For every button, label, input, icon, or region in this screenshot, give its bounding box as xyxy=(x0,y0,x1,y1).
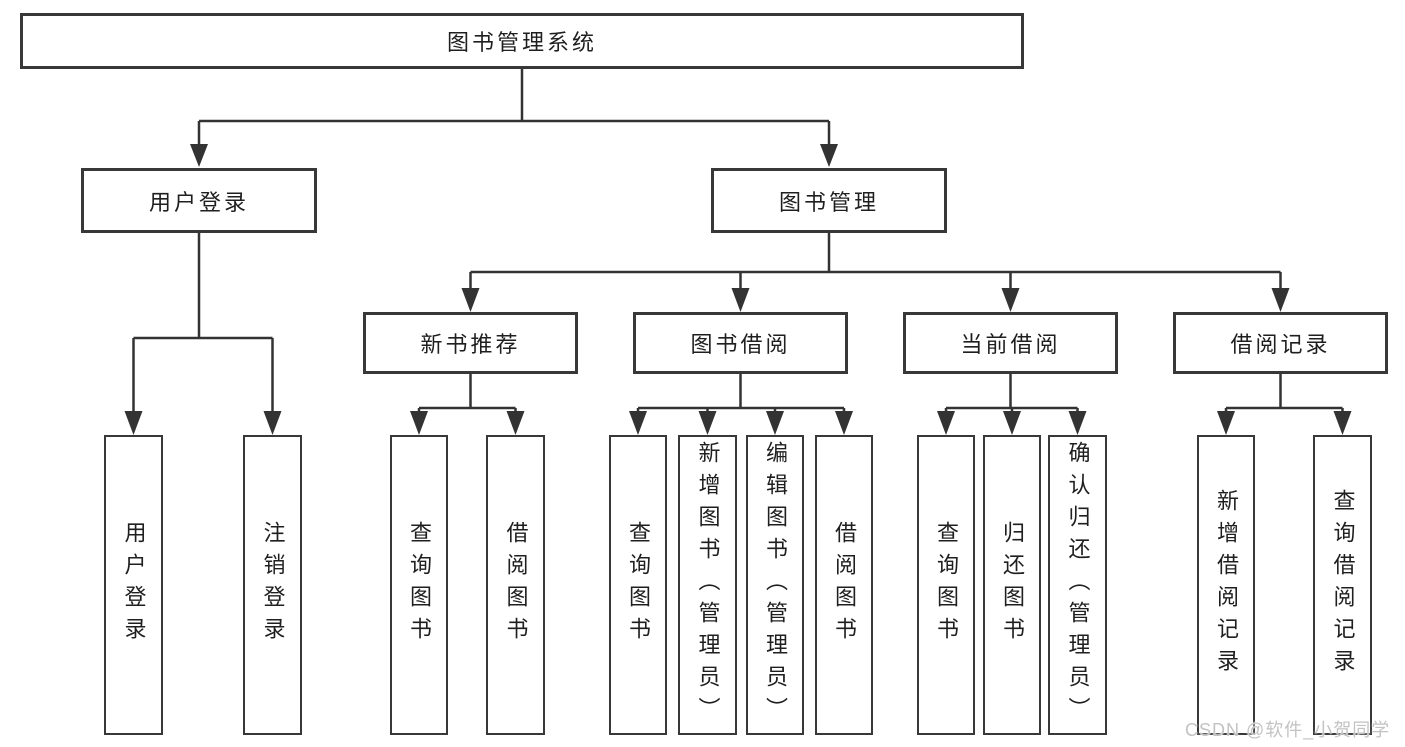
leaf-current-query-label: 查询图书 xyxy=(934,521,959,649)
leaf-records-add: 新增借阅记录 xyxy=(1197,435,1255,735)
node-current-borrow-label: 当前借阅 xyxy=(960,332,1061,357)
node-new-book-recommend: 新书推荐 xyxy=(363,312,578,374)
leaf-logout-label: 注销登录 xyxy=(260,521,286,649)
leaf-current-return-label: 归还图书 xyxy=(1000,521,1025,649)
leaf-user-login: 用户登录 xyxy=(104,435,163,735)
connector-current-borrow-children xyxy=(937,374,1087,435)
leaf-user-login-label: 用户登录 xyxy=(121,521,147,649)
leaf-bookborrow-edit-admin: 编辑图书（管理员） xyxy=(746,435,804,735)
leaf-newbooks-borrow-label: 借阅图书 xyxy=(503,521,529,649)
node-root-label: 图书管理系统 xyxy=(446,30,597,55)
csdn-watermark: CSDN @软件_小贺同学 xyxy=(1185,720,1391,740)
leaf-bookborrow-query-label: 查询图书 xyxy=(626,521,651,649)
leaf-bookborrow-borrow: 借阅图书 xyxy=(815,435,873,735)
leaf-newbooks-borrow: 借阅图书 xyxy=(486,435,545,735)
node-book-borrow: 图书借阅 xyxy=(633,312,848,374)
node-borrow-records-label: 借阅记录 xyxy=(1230,332,1331,357)
leaf-records-query: 查询借阅记录 xyxy=(1313,435,1372,735)
node-user-login: 用户登录 xyxy=(81,168,317,233)
leaf-current-query: 查询图书 xyxy=(917,435,975,735)
leaf-bookborrow-add-admin-label: 新增图书（管理员） xyxy=(695,441,721,729)
leaf-bookborrow-query: 查询图书 xyxy=(609,435,667,735)
connector-book-management-children xyxy=(461,233,1290,312)
leaf-newbooks-query-label: 查询图书 xyxy=(407,521,432,649)
leaf-current-confirm-admin: 确认归还（管理员） xyxy=(1048,435,1107,735)
leaf-bookborrow-edit-admin-label: 编辑图书（管理员） xyxy=(763,441,788,729)
node-user-login-label: 用户登录 xyxy=(148,189,249,215)
leaf-bookborrow-borrow-label: 借阅图书 xyxy=(832,521,857,649)
leaf-bookborrow-add-admin: 新增图书（管理员） xyxy=(678,435,737,735)
leaf-newbooks-query: 查询图书 xyxy=(390,435,448,735)
leaf-current-return: 归还图书 xyxy=(983,435,1041,735)
node-new-book-recommend-label: 新书推荐 xyxy=(420,332,521,357)
leaf-logout: 注销登录 xyxy=(243,435,302,735)
node-current-borrow: 当前借阅 xyxy=(903,312,1118,374)
leaf-records-add-label: 新增借阅记录 xyxy=(1214,489,1239,681)
node-book-management: 图书管理 xyxy=(711,168,947,233)
node-book-management-label: 图书管理 xyxy=(778,189,879,215)
connector-user-login-children xyxy=(124,233,282,435)
connector-new-book-children xyxy=(410,374,525,435)
leaf-current-confirm-admin-label: 确认归还（管理员） xyxy=(1065,441,1091,729)
connector-root-to-level2 xyxy=(190,69,838,167)
connector-book-borrow-children xyxy=(629,374,853,435)
node-book-borrow-label: 图书借阅 xyxy=(690,332,791,357)
node-root: 图书管理系统 xyxy=(20,13,1024,69)
leaf-records-query-label: 查询借阅记录 xyxy=(1330,489,1356,681)
connector-borrow-records-children xyxy=(1217,374,1352,435)
node-borrow-records: 借阅记录 xyxy=(1173,312,1388,374)
